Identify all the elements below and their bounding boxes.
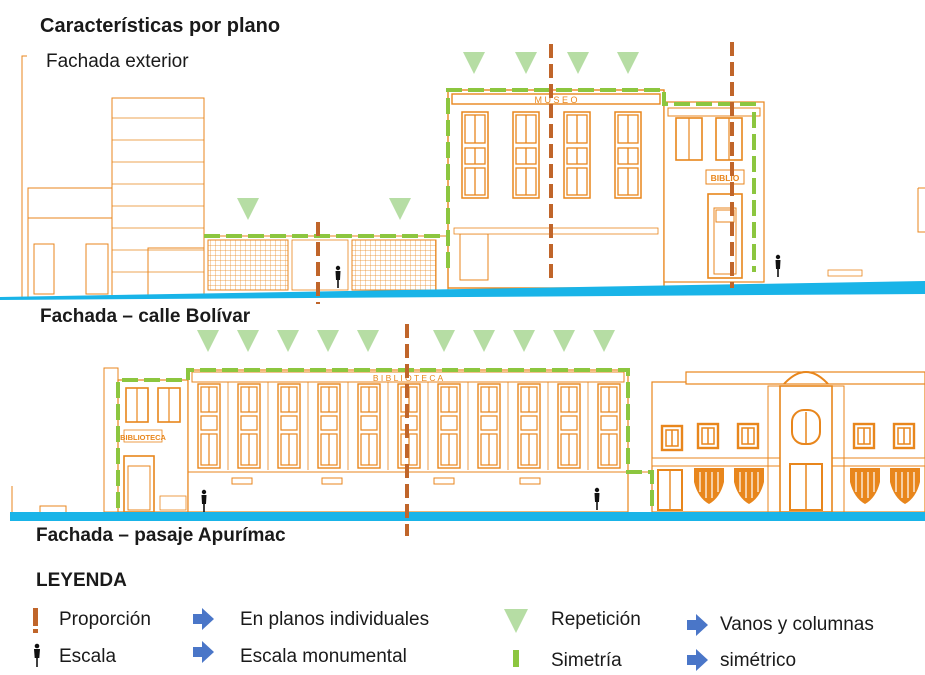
legend-title: LEYENDA [36, 570, 127, 591]
legend-simetria: Simetría [551, 650, 622, 671]
legend-repeticion: Repetición [551, 609, 641, 630]
page-title: Características por plano [40, 15, 281, 37]
proportion-symbol [33, 608, 38, 626]
arrow-right-icon [687, 614, 708, 636]
biblioteca-side-label: BIBLIOTECA [120, 433, 166, 442]
legend-proporcion: Proporción [59, 609, 151, 630]
facade-top-label: Fachada – calle Bolívar [40, 306, 251, 327]
legend-simetrico: simétrico [720, 650, 797, 671]
biblio-label: BIBLIO [711, 173, 740, 183]
scale-person-icon [34, 643, 40, 667]
symmetry-dash-icon [513, 650, 519, 667]
legend-planos: En planos individuales [240, 609, 430, 630]
legend-escala: Escala [59, 646, 117, 667]
top-facade: M U S E O BIBLIO [0, 42, 925, 304]
facade-bottom-label: Fachada – pasaje Apurímac [36, 525, 286, 546]
arrow-right-icon [193, 641, 214, 663]
arrow-right-icon [687, 649, 708, 671]
facade-subtitle: Fachada exterior [46, 51, 189, 72]
legend-monumental: Escala monumental [240, 646, 407, 667]
arrow-right-icon [193, 608, 214, 630]
bottom-facade: BIBLIOTECA B I B L I O T E C A [10, 324, 925, 536]
repetition-triangle-icon [504, 609, 528, 633]
legend-symbols [33, 608, 708, 671]
legend-vanos: Vanos y columnas [720, 614, 874, 635]
museo-label: M U S E O [534, 95, 577, 105]
